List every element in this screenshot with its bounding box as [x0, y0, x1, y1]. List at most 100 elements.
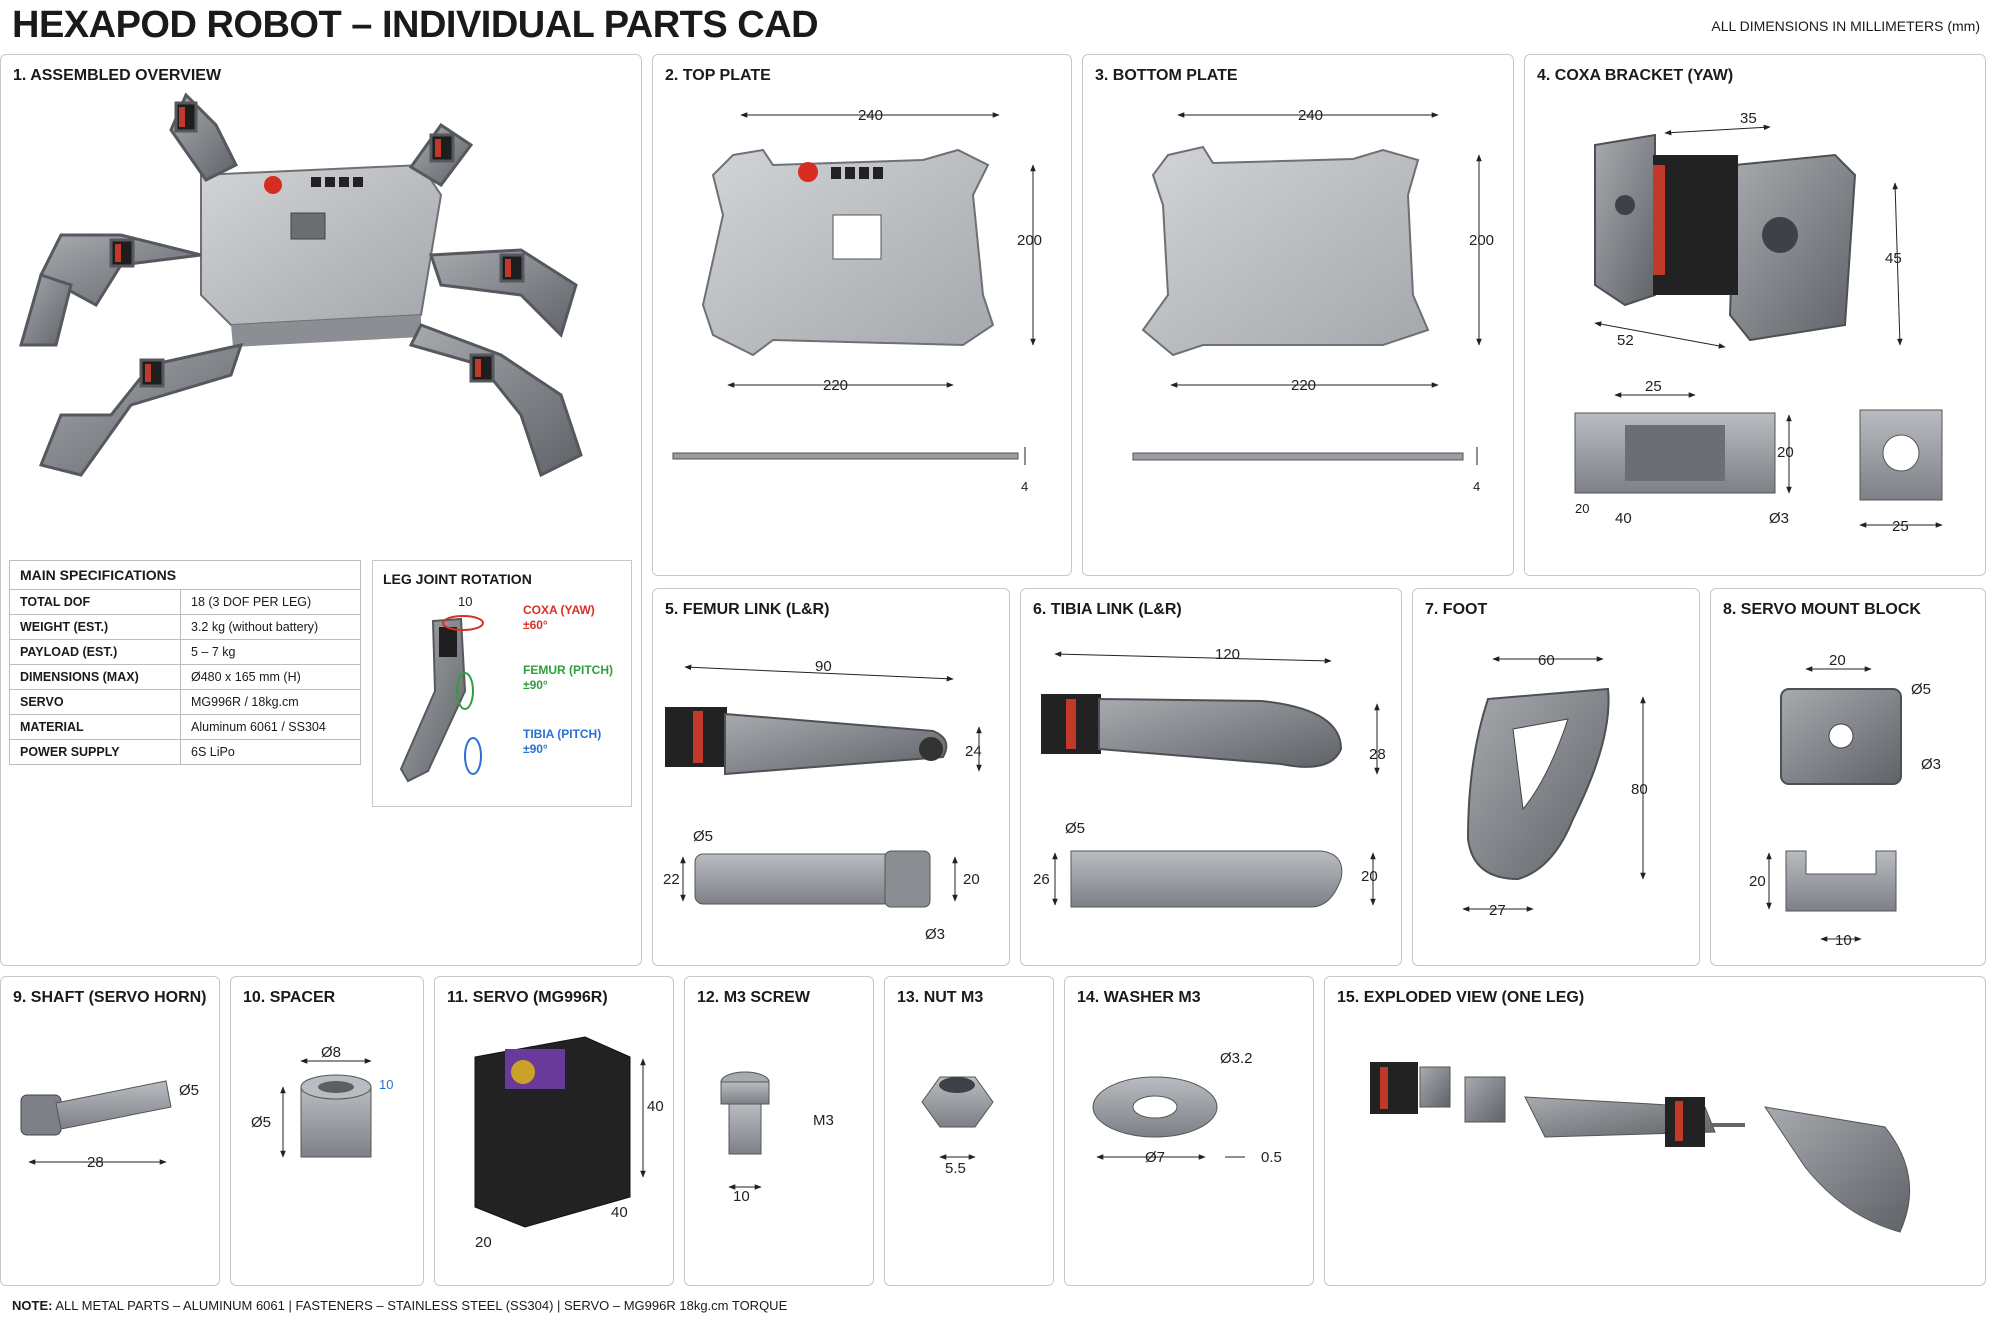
nut-m3-drawing: 5.5: [921, 1076, 994, 1177]
panel-m3-screw: 12. M3 SCREW M3 10: [684, 976, 874, 1286]
dim-label: 10: [379, 1077, 393, 1092]
table-row: PAYLOAD (EST.)5 – 7 kg: [9, 639, 361, 665]
dim-label: Ø3.2: [1220, 1050, 1253, 1067]
leg-joint-illustration: 10: [399, 594, 484, 783]
specifications-title: MAIN SPECIFICATIONS: [9, 560, 361, 590]
dim-label: 35: [1740, 110, 1757, 127]
joint-rotation-title: LEG JOINT ROTATION: [383, 571, 532, 587]
dim-label: 4: [1021, 479, 1028, 494]
servo-drawing: 40 40 20: [474, 1036, 664, 1251]
robot-legs: [19, 92, 583, 478]
panel-title: 9. SHAFT (SERVO HORN): [13, 989, 207, 1006]
panel-title: 5. FEMUR LINK (L&R): [665, 601, 830, 618]
top-plate-drawing: 240 200 220 4: [672, 107, 1042, 494]
panel-title: 14. WASHER M3: [1077, 989, 1201, 1006]
panel-shaft: 9. SHAFT (SERVO HORN) Ø5 28: [0, 976, 220, 1286]
dim-label: 20: [1575, 501, 1589, 516]
dim-label: 22: [663, 871, 680, 888]
dim-label: 20: [1749, 873, 1766, 890]
panel-coxa-bracket: 4. COXA BRACKET (YAW) 35 45 52 25 20 20 …: [1524, 54, 1986, 576]
panel-title: 6. TIBIA LINK (L&R): [1033, 601, 1182, 618]
dim-label: 40: [647, 1098, 664, 1115]
dim-label: Ø7: [1145, 1149, 1165, 1166]
dim-label: 10: [733, 1188, 750, 1205]
panel-assembled-overview: 1. ASSEMBLED OVERVIEW MAIN SPECIFICATION…: [0, 54, 642, 966]
dim-label: 20: [1777, 444, 1794, 461]
panel-washer-m3: 14. WASHER M3 Ø3.2 Ø7 0.5: [1064, 976, 1314, 1286]
tibia-link-drawing: 120 28 Ø5 26 20: [1033, 646, 1386, 908]
dim-label: 60: [1538, 652, 1555, 669]
servo-mount-block-drawing: 20 Ø5 Ø3 20 10: [1749, 652, 1941, 949]
dim-label: 80: [1631, 781, 1648, 798]
dim-label: 25: [1645, 378, 1662, 395]
dim-label: Ø8: [321, 1044, 341, 1061]
dim-label: Ø5: [1911, 681, 1931, 698]
panel-femur-link: 5. FEMUR LINK (L&R) 90 24 Ø5 22 20 Ø3: [652, 588, 1010, 966]
panel-servo: 11. SERVO (MG996R) 40 40 20: [434, 976, 674, 1286]
panel-title: 12. M3 SCREW: [697, 989, 810, 1006]
dim-label: 26: [1033, 871, 1050, 888]
dim-label: 24: [965, 743, 982, 760]
dim-label: 90: [815, 658, 832, 675]
m3-screw-drawing: M3 10: [720, 1071, 834, 1205]
coxa-label: COXA (YAW)±60°: [523, 603, 595, 632]
panel-title: 2. TOP PLATE: [665, 67, 771, 84]
spacer-drawing: Ø8 Ø5 10: [251, 1044, 393, 1158]
dim-label: 0.5: [1261, 1149, 1282, 1166]
panel-tibia-link: 6. TIBIA LINK (L&R) 120 28 Ø5 26 20: [1020, 588, 1402, 966]
coxa-bracket-drawing: 35 45 52 25 20 20 40 Ø3 25: [1574, 110, 1943, 535]
panel-title: 10. SPACER: [243, 989, 336, 1006]
panel-title: 13. NUT M3: [897, 989, 984, 1006]
panel-exploded-view: 15. EXPLODED VIEW (ONE LEG): [1324, 976, 1986, 1286]
dim-label: 220: [1291, 377, 1316, 394]
panel-title: 8. SERVO MOUNT BLOCK: [1723, 601, 1921, 618]
dim-label: 4: [1473, 479, 1480, 494]
panel-title: 11. SERVO (MG996R): [447, 989, 608, 1006]
leg-joint-rotation: LEG JOINT ROTATION 10 COXA (YAW)±60° FEM…: [372, 560, 632, 807]
dim-label: 25: [1892, 518, 1909, 535]
panel-top-plate: 2. TOP PLATE 240 200 220 4: [652, 54, 1072, 576]
bottom-plate-drawing: 240 200 220 4: [1132, 107, 1494, 494]
dim-label: 40: [1615, 510, 1632, 527]
panel-nut-m3: 13. NUT M3 5.5: [884, 976, 1054, 1286]
foot-drawing: 60 80 27: [1462, 652, 1648, 919]
shaft-drawing: Ø5 28: [20, 1080, 199, 1171]
panel-title: 4. COXA BRACKET (YAW): [1537, 67, 1734, 84]
dim-label: 220: [823, 377, 848, 394]
dim-label: 120: [1215, 646, 1240, 663]
joint-top-label: 10: [458, 594, 472, 609]
dim-label: 20: [475, 1234, 492, 1251]
table-row: DIMENSIONS (MAX)Ø480 x 165 mm (H): [9, 664, 361, 690]
table-row: WEIGHT (EST.)3.2 kg (without battery): [9, 614, 361, 640]
servo-accents: [115, 107, 511, 382]
washer-m3-drawing: Ø3.2 Ø7 0.5: [1092, 1050, 1282, 1166]
dim-label: 5.5: [945, 1160, 966, 1177]
panel-title: 7. FOOT: [1425, 601, 1488, 618]
dim-label: 200: [1469, 232, 1494, 249]
exploded-view-drawing: [1370, 1062, 1911, 1233]
dim-label: 10: [1835, 932, 1852, 949]
tibia-label: TIBIA (PITCH)±90°: [523, 727, 602, 756]
dim-label: 20: [1361, 868, 1378, 885]
panel-spacer: 10. SPACER Ø8 Ø5 10: [230, 976, 424, 1286]
robot-body: [200, 163, 443, 347]
dim-label: 52: [1617, 332, 1634, 349]
dim-label: Ø3: [1769, 510, 1789, 527]
dim-label: 28: [1369, 746, 1386, 763]
dim-label: 45: [1885, 250, 1902, 267]
panel-bottom-plate: 3. BOTTOM PLATE 240 200 220 4: [1082, 54, 1514, 576]
dim-label: 240: [1298, 107, 1323, 124]
panel-title: 3. BOTTOM PLATE: [1095, 67, 1238, 84]
page-title: HEXAPOD ROBOT – INDIVIDUAL PARTS CAD: [12, 4, 819, 46]
footer-note: NOTE: ALL METAL PARTS – ALUMINUM 6061 | …: [12, 1298, 788, 1313]
femur-link-drawing: 90 24 Ø5 22 20 Ø3: [663, 658, 982, 943]
dim-label: M3: [813, 1112, 834, 1129]
dim-label: Ø3: [925, 926, 945, 943]
dim-label: Ø5: [1065, 820, 1085, 837]
panel-title: 15. EXPLODED VIEW (ONE LEG): [1337, 989, 1585, 1006]
